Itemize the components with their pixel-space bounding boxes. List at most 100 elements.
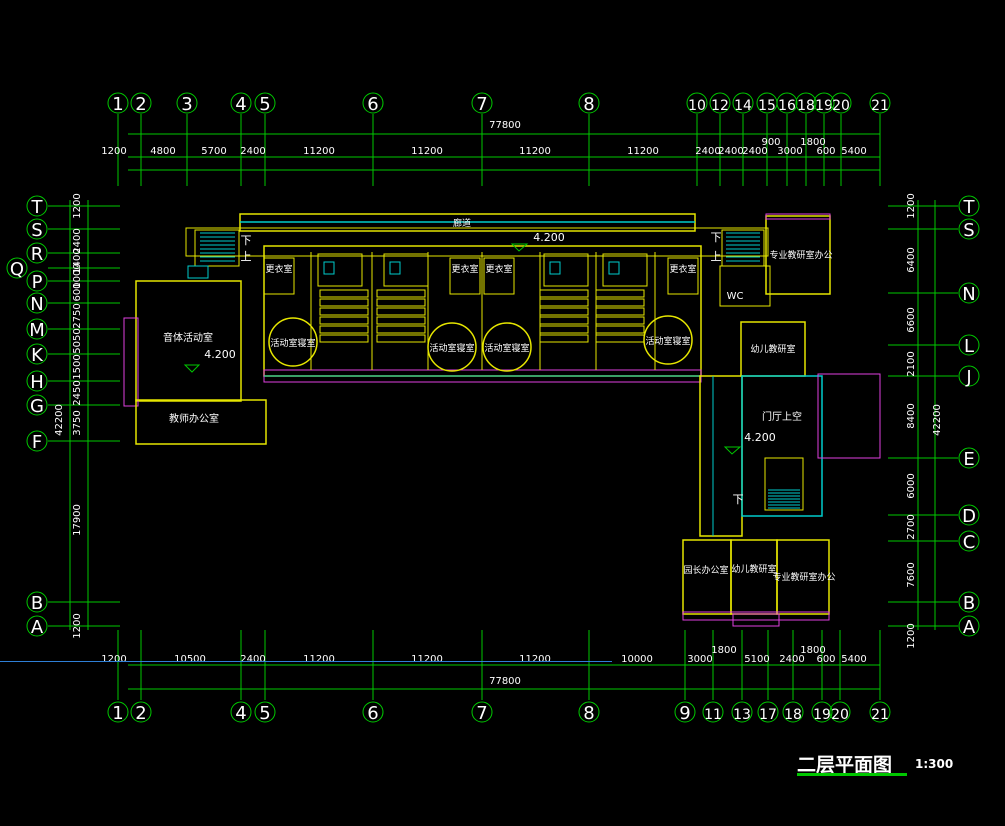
axis-bubble-bottom-2-label: 2 [135,703,146,724]
axis-bubble-right-A-label: A [963,617,976,638]
axis-bubble-bottom-19-circle [811,701,833,723]
level-marker-music [183,364,201,373]
dim-top-total: 77800 [489,120,521,131]
dim-bottom-8: 5100 [744,654,769,665]
round-activity-room-label-0: 活动室寝室 [270,337,315,349]
lobby-level: 4.200 [744,431,776,444]
bed-1-0 [376,289,426,298]
axis-bubble-left-A-circle [26,615,48,637]
axis-bubble-top-1-label: 1 [112,94,123,115]
axis-bubble-right-E-label: E [963,449,974,470]
axis-bubble-left-B-circle [26,591,48,613]
axis-bubble-bottom-4-circle [230,701,252,723]
principal-office-wall [682,539,732,615]
axis-bubble-top-19-label: 19 [815,98,833,114]
axis-bubble-left-M-label: M [29,320,45,341]
axis-bubble-right-S-circle [958,218,980,240]
toilet-fixture-0 [323,261,335,275]
axis-bubble-top-20-label: 20 [832,98,850,114]
axis-bubble-right-L-circle [958,334,980,356]
dim-bottom-0: 1200 [101,654,126,665]
axis-bubble-top-21-circle [869,92,891,114]
bed-1-2 [376,307,426,316]
dim-top-3: 2400 [240,146,265,157]
round-activity-room-3 [643,315,693,365]
bed-1-5 [376,334,426,343]
axis-bubble-right-N-label: N [962,284,975,305]
lobby-bay-outline [817,373,881,459]
axis-bubble-bottom-13-circle [731,701,753,723]
dim-right-8: 1200 [906,623,917,648]
dim-top-0: 1200 [101,146,126,157]
axis-bubble-top-15-label: 15 [758,98,776,114]
dim-top-10: 2400 [742,146,767,157]
dim-bottom-4: 11200 [411,654,443,665]
round-activity-room-0 [268,317,318,367]
axis-bubble-left-T-label: T [31,197,44,218]
axis-bubble-bottom-2-circle [130,701,152,723]
reference-line [0,661,612,662]
axis-bubble-left-P-circle [26,270,48,292]
axis-bubble-right-B-label: B [963,593,975,614]
bed-1-3 [376,316,426,325]
axis-bubble-left-P-label: P [32,272,43,293]
dim-top-8: 2400 [695,146,720,157]
locker-room-label-2: 更衣室 [485,263,512,275]
lobby-stair-down: 下 [733,493,744,506]
axis-bubble-top-1-circle [107,92,129,114]
axis-bubble-top-5-label: 5 [259,94,270,115]
toilet-fixture-2 [549,261,561,275]
axis-bubble-bottom-18-label: 18 [784,707,802,723]
axis-bubble-bottom-9-label: 9 [679,703,690,724]
principal-office-label: 园长办公室 [683,564,728,576]
axis-bubble-top-10-label: 10 [688,98,706,114]
axis-bubble-left-M-circle [26,318,48,340]
stair-left-landing [187,265,209,279]
toilet-block-3 [602,253,648,287]
level-marker-lobby [723,446,742,455]
corridor-level: 4.200 [533,231,565,244]
toilet-block-1 [383,253,429,287]
axis-bubble-bottom-7-label: 7 [476,703,487,724]
axis-bubble-top-4-label: 4 [235,94,246,115]
round-activity-room-2 [482,322,532,372]
bed-0-4 [319,325,369,334]
axis-bubble-left-R-label: R [31,244,44,265]
axis-bubble-left-B-label: B [31,593,43,614]
axis-bubble-left-Q-label: Q [10,259,24,280]
bed-3-1 [595,298,645,307]
round-activity-room-label-3: 活动室寝室 [645,335,690,347]
axis-bubble-right-D-circle [958,504,980,526]
dim-left-7: 1500 [72,354,83,379]
bed-2-1 [539,298,589,307]
axis-bubble-top-6-circle [362,92,384,114]
dim-left-2: 1400 [72,248,83,273]
axis-bubble-right-S-label: S [963,220,974,241]
axis-bubble-top-5-circle [254,92,276,114]
axis-bubble-left-F-label: F [32,432,42,453]
axis-bubble-top-12-label: 12 [711,98,729,114]
axis-bubble-bottom-20-label: 20 [831,707,849,723]
stair-left-down: 下 [241,234,252,247]
bed-0-5 [319,334,369,343]
axis-bubble-bottom-4-label: 4 [235,703,246,724]
stair-right-down: 下 [711,231,722,244]
teaching-office-south-label: 专业教研室办公 [772,571,835,583]
bed-2-2 [539,307,589,316]
axis-bubble-bottom-17-label: 17 [759,707,777,723]
axis-bubble-right-D-label: D [962,506,976,527]
axis-bubble-top-3-circle [176,92,198,114]
axis-bubble-top-7-label: 7 [476,94,487,115]
south-entry-outline [732,613,780,627]
drawing-scale: 1:300 [915,757,954,771]
axis-bubble-top-2-label: 2 [135,94,146,115]
stair-left [194,229,240,267]
title-underline [797,773,907,776]
dim-bottom-10: 600 [816,654,835,665]
axis-bubble-left-Q-circle [6,257,28,279]
music-room-level: 4.200 [204,348,236,361]
toilet-fixture-3 [608,261,620,275]
stair-corridor [185,227,769,257]
axis-bubble-right-L-label: L [964,336,974,357]
